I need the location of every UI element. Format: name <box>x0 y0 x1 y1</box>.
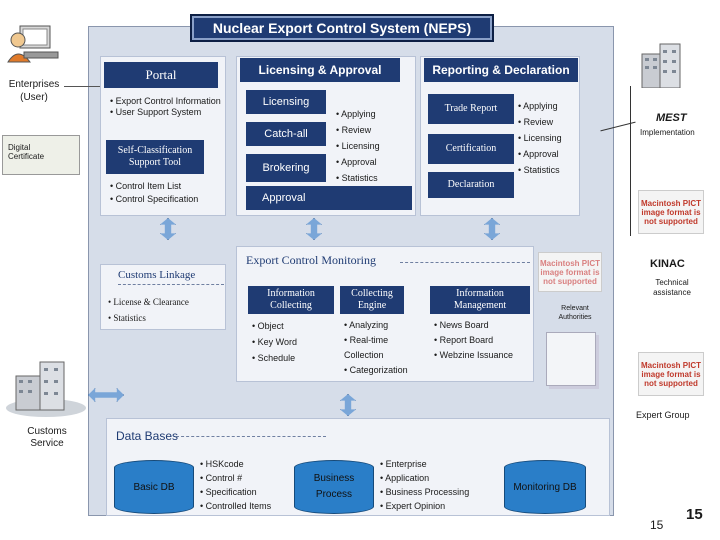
mest-building-icon <box>636 40 686 89</box>
portal-top-list: Export Control Information User Support … <box>110 96 222 118</box>
header-dash <box>176 436 326 437</box>
list-item: Applying <box>518 98 580 114</box>
customs-service-label: Customs Service <box>27 426 67 449</box>
digital-certificate-label: Digital Certificate <box>8 143 45 161</box>
management-list: News Board Report Board Webzine Issuance <box>434 318 534 363</box>
reporting-steps-list: Applying Review Licensing Approval Stati… <box>518 98 580 178</box>
pict-placeholder-image: Macintosh PICT image format is not suppo… <box>538 252 602 292</box>
licensing-box[interactable]: Licensing <box>246 90 326 114</box>
pict-placeholder-image: Macintosh PICT image format is not suppo… <box>638 190 704 234</box>
list-item: Approval <box>336 154 412 170</box>
list-item: Licensing <box>518 130 580 146</box>
reporting-header: Reporting & Declaration <box>424 58 578 82</box>
monitoring-db-cylinder[interactable]: Monitoring DB <box>504 460 586 514</box>
brokering-box[interactable]: Brokering <box>246 154 326 182</box>
list-item: Applying <box>336 106 412 122</box>
list-item[interactable]: Control Item List <box>110 180 222 193</box>
pict-placeholder-image: Macintosh PICT image format is not suppo… <box>638 352 704 396</box>
list-item: Statistics <box>518 162 580 178</box>
list-item: Approval <box>518 146 580 162</box>
portal-bottom-list: Control Item List Control Specification <box>110 180 222 206</box>
list-item: Specification <box>200 485 290 499</box>
list-item: Webzine Issuance <box>434 348 534 363</box>
certification-box[interactable]: Certification <box>428 134 514 164</box>
business-process-cylinder[interactable]: Business Process <box>294 460 374 514</box>
basic-db-cylinder[interactable]: Basic DB <box>114 460 194 514</box>
header-dash <box>400 262 530 263</box>
system-title: Nuclear Export Control System (NEPS) <box>190 14 494 42</box>
business-list: Enterprise Application Business Processi… <box>380 457 500 513</box>
list-item: Business Processing <box>380 485 500 499</box>
relevant-authorities-label: Relevant Authorities <box>558 305 592 321</box>
list-item: Report Board <box>434 333 534 348</box>
expert-group-label: Expert Group <box>636 410 690 420</box>
licensing-approval-header: Licensing & Approval <box>240 58 400 82</box>
list-item: Analyzing <box>344 318 430 333</box>
list-item: Review <box>336 122 412 138</box>
monitoring-header: Export Control Monitoring <box>246 253 376 267</box>
mest-name: MEST <box>656 112 687 124</box>
list-item: Real-time Collection <box>344 333 430 363</box>
kinac-caption: Technical assistance <box>653 278 691 297</box>
declaration-box[interactable]: Declaration <box>428 172 514 198</box>
information-management-box[interactable]: Information Management <box>430 286 530 314</box>
information-collecting-box[interactable]: Information Collecting <box>248 286 334 314</box>
list-item[interactable]: Export Control Information <box>110 96 222 107</box>
customs-linkage-list: License & Clearance Statistics <box>108 294 228 326</box>
self-classification-box[interactable]: Self-Classification Support Tool <box>106 140 204 174</box>
list-item[interactable]: Control Specification <box>110 193 222 206</box>
list-item[interactable]: Statistics <box>108 310 228 326</box>
licensing-steps-list: Applying Review Licensing Approval Stati… <box>336 106 412 186</box>
list-item: Enterprise <box>380 457 500 471</box>
basic-db-list: HSKcode Control # Specification Controll… <box>200 457 290 513</box>
customs-building-icon <box>4 354 88 418</box>
approval-bar[interactable]: Approval <box>246 186 412 210</box>
trade-report-box[interactable]: Trade Report <box>428 94 514 124</box>
list-item: Object <box>252 318 338 334</box>
certificate-icon <box>2 135 80 175</box>
collecting-engine-box[interactable]: Collecting Engine <box>340 286 404 314</box>
list-item[interactable]: License & Clearance <box>108 294 228 310</box>
collecting-list: Object Key Word Schedule <box>252 318 338 366</box>
list-item: Key Word <box>252 334 338 350</box>
page-number: 15 <box>650 518 664 532</box>
page-number-large: 15 <box>686 506 703 523</box>
list-item: HSKcode <box>200 457 290 471</box>
list-item: Control # <box>200 471 290 485</box>
kinac-name: KINAC <box>650 258 685 270</box>
list-item: Application <box>380 471 500 485</box>
mest-caption: Implementation <box>640 128 695 137</box>
list-item: Review <box>518 114 580 130</box>
list-item: Expert Opinion <box>380 499 500 513</box>
list-item: Licensing <box>336 138 412 154</box>
header-dash <box>118 284 224 285</box>
computer-user-icon <box>6 18 66 68</box>
list-item: Controlled Items <box>200 499 290 513</box>
list-item: Categorization <box>344 363 430 378</box>
portal-header: Portal <box>104 62 218 88</box>
connector-line <box>64 86 118 87</box>
list-item[interactable]: User Support System <box>110 107 222 118</box>
engine-list: Analyzing Real-time Collection Categoriz… <box>344 318 430 378</box>
list-item: Statistics <box>336 170 412 186</box>
databases-header: Data Bases <box>116 429 179 443</box>
enterprises-label: Enterprises (User) <box>8 79 60 103</box>
customs-linkage-header: Customs Linkage <box>118 269 196 281</box>
webzine-thumbnail <box>546 332 596 386</box>
catch-all-box[interactable]: Catch-all <box>246 122 326 146</box>
list-item: Schedule <box>252 350 338 366</box>
mest-connector <box>630 86 631 236</box>
list-item: News Board <box>434 318 534 333</box>
